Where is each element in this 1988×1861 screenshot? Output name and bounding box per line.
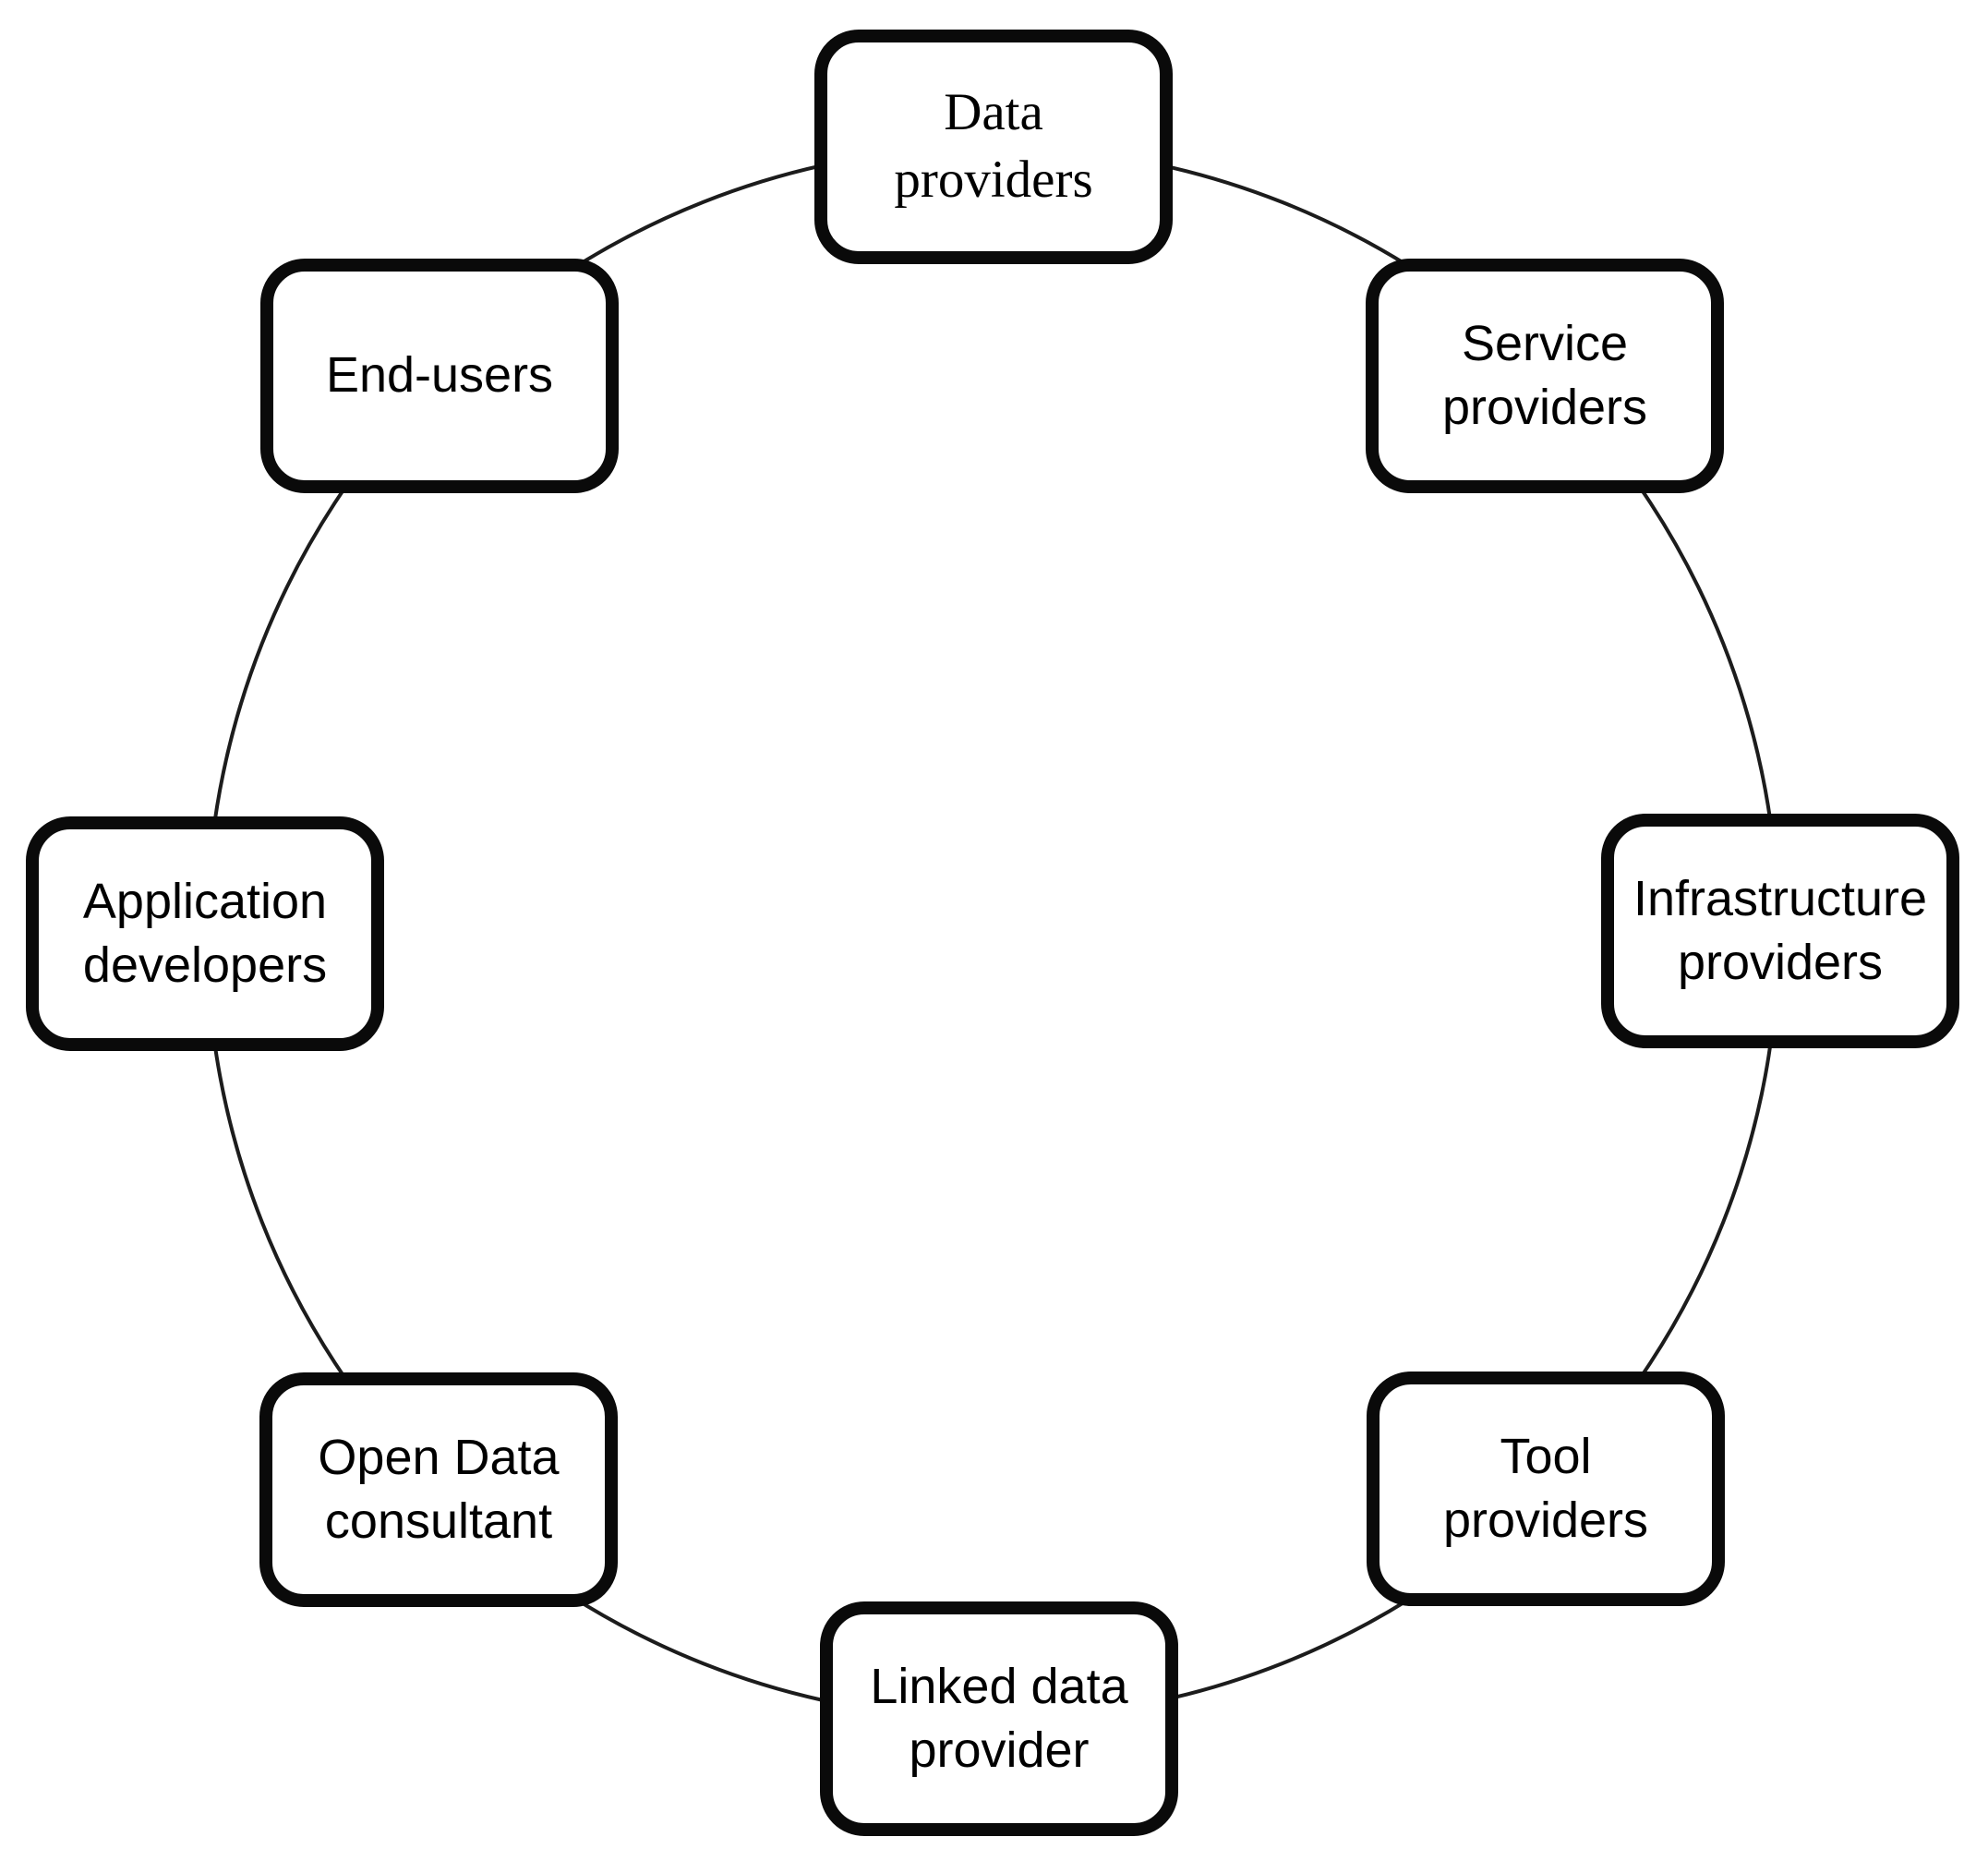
node-linked-data-provider: Linked data provider	[820, 1601, 1178, 1836]
node-data-providers: Data providers	[814, 30, 1173, 264]
node-tool-providers: Tool providers	[1367, 1372, 1725, 1606]
node-open-data-consultant: Open Data consultant	[259, 1372, 618, 1607]
node-application-developers: Application developers	[26, 816, 384, 1051]
node-infrastructure-providers: Infrastructure providers	[1601, 814, 1959, 1048]
node-service-providers: Service providers	[1366, 259, 1724, 493]
node-end-users: End-users	[260, 259, 619, 493]
